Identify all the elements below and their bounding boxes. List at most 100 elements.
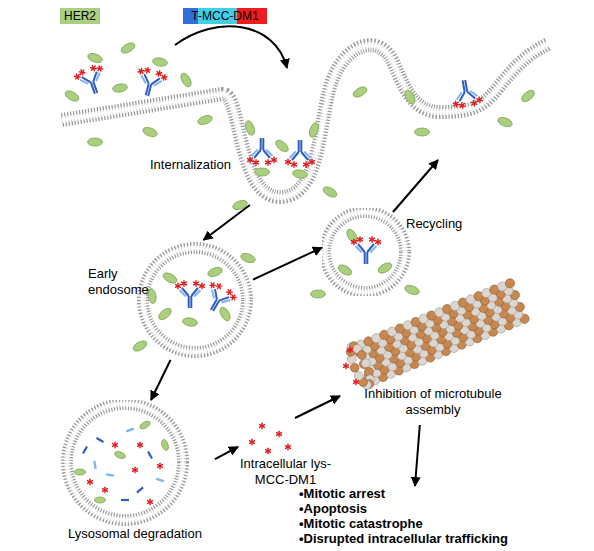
her2-receptor [132, 339, 149, 353]
cell-membrane [62, 44, 548, 197]
dm1-payload [200, 283, 205, 289]
dm1-payload [310, 159, 315, 165]
binding-arrow [175, 26, 287, 68]
vesicle-node: Lysosomal degradation [55, 400, 215, 548]
dm1-payload [148, 499, 153, 505]
her2-receptor [112, 83, 128, 93]
dm1-payload [304, 162, 309, 168]
dm1-payload [354, 379, 359, 385]
dm1-payload [352, 239, 357, 245]
antibody-drug-conjugate [200, 280, 239, 318]
dm1-payload [471, 100, 477, 106]
her2-receptor [74, 469, 85, 475]
process-node: Inhibition of microtubule assembly [340, 280, 530, 425]
dm1-payload [161, 74, 167, 81]
dm1-payload [158, 463, 163, 469]
dm1-payload [97, 65, 103, 72]
her2-receptor [87, 52, 104, 65]
dm1-payload [453, 101, 459, 107]
dm1-payload [90, 65, 96, 72]
her2-receptor [415, 128, 430, 136]
dm1-payload [74, 73, 80, 80]
her2-receptor [352, 85, 369, 99]
her2-receptor [182, 317, 198, 327]
antibody-drug-conjugate [73, 63, 109, 99]
her2-receptor [345, 228, 359, 245]
tubulin-dimer [350, 363, 359, 372]
dm1-payload [209, 282, 216, 289]
her2-receptor [207, 266, 224, 279]
her2-receptor [232, 199, 249, 212]
dm1-payload [194, 281, 199, 287]
legend-entry: T-MCC-DM1 [183, 8, 267, 24]
dm1-payload [266, 160, 271, 166]
dm1-payload [88, 479, 93, 485]
her2-receptor [142, 126, 159, 139]
dm1-payload [156, 70, 162, 77]
dm1-payload [260, 423, 265, 429]
dm1-payload [266, 448, 271, 454]
dm1-payload [459, 102, 465, 108]
her2-receptor [520, 88, 537, 104]
antibody-drug-conjugate [248, 138, 277, 165]
her2-receptor [404, 284, 421, 297]
antibody-drug-conjugate [450, 78, 483, 110]
antibody-fragment [121, 499, 129, 501]
process-node: Internalization [150, 95, 335, 205]
dm1-payload [370, 237, 375, 243]
antibody-fragment [156, 479, 164, 482]
dm1-payload [138, 68, 144, 75]
dm1-payload [477, 97, 483, 103]
her2-receptor [162, 271, 179, 285]
vesicle-outline [88, 240, 253, 360]
flow-arrow [204, 205, 250, 240]
tubulin-dimer [357, 351, 366, 360]
her2-receptor [292, 169, 308, 179]
process-node: •Mitotic arrest•Apoptosis•Mitotic catast… [295, 486, 535, 548]
step-label: Intracellular lys-MCC-DM1 [238, 456, 333, 488]
her2-receptor [197, 114, 214, 127]
dm1-payload [144, 67, 150, 74]
dm1-payload [250, 439, 255, 445]
legend-label: T-MCC-DM1 [183, 8, 267, 24]
antibody-fragment [94, 461, 95, 469]
molecules [64, 41, 537, 505]
dm1-payload [277, 431, 282, 437]
antibody-fragment [126, 429, 134, 432]
antibody-fragment [83, 447, 87, 454]
antibody-drug-conjugate [286, 140, 315, 167]
her2-receptor [114, 450, 127, 459]
dm1-payload [272, 157, 277, 163]
dm1-payload [254, 160, 259, 166]
her2-receptor [497, 116, 514, 129]
outcome-item: •Mitotic arrest [299, 486, 535, 502]
dm1-payload [292, 162, 297, 168]
vesicle-node: Recycling [322, 208, 467, 296]
dm1-payload [176, 283, 181, 289]
antibody-drug-conjugate [176, 281, 205, 308]
dm1-payload [113, 442, 118, 448]
step-label: Inhibition of microtubule assembly [348, 386, 518, 418]
dm1-payload [248, 157, 253, 163]
her2-receptor [240, 252, 257, 265]
her2-receptor [147, 288, 157, 304]
her2-receptor [403, 89, 417, 106]
microtubule [344, 279, 530, 390]
her2-receptor [274, 138, 291, 154]
her2-receptor [94, 497, 105, 503]
step-label: Early endosome [88, 266, 146, 298]
her2-receptor [255, 168, 270, 176]
outcome-item: •Apoptosis [299, 501, 535, 517]
antibody-fragment [137, 487, 143, 492]
tubulin-dimer [505, 279, 514, 288]
her2-receptor [160, 439, 169, 452]
her2-receptor [88, 138, 103, 146]
dm1-payload [358, 237, 363, 243]
dm1-payload [79, 69, 85, 76]
tubulin-dimer [362, 359, 371, 368]
antibody-fragment [106, 474, 114, 475]
dm1-payload [348, 347, 353, 353]
dm1-payload [133, 467, 138, 473]
flow-arrow [215, 447, 238, 459]
flow-arrow [415, 425, 420, 486]
